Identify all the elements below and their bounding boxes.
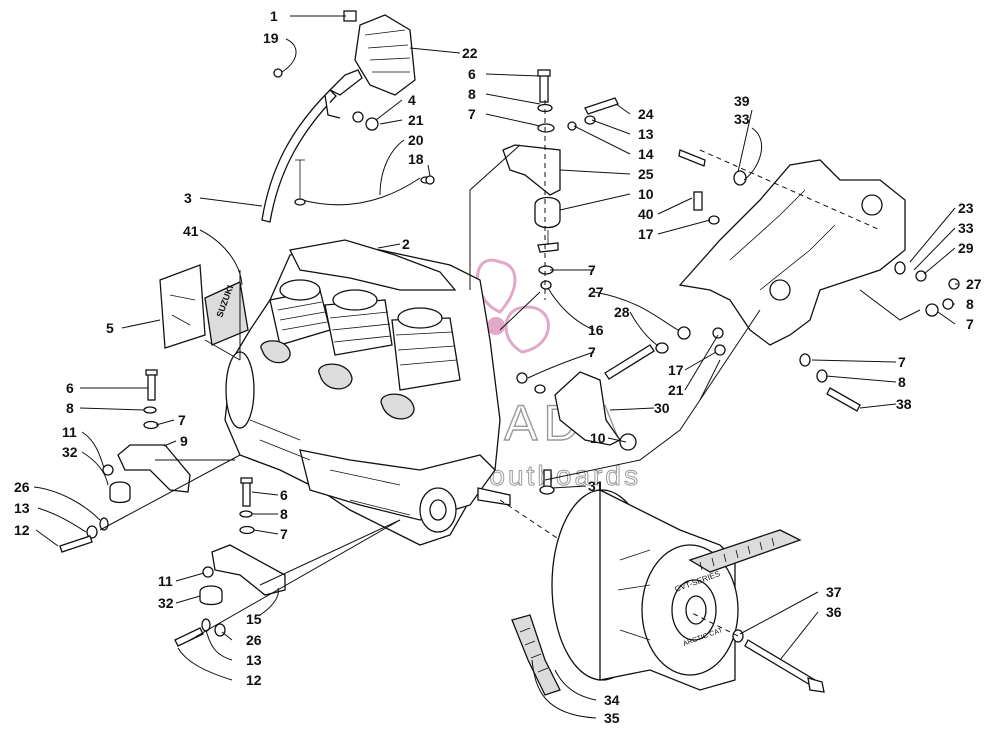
- callout-41: 41: [183, 223, 199, 239]
- callout-14: 14: [638, 146, 654, 162]
- callout-8: 8: [468, 86, 476, 102]
- callout-4: 4: [408, 92, 416, 108]
- callout-21-b: 21: [668, 382, 684, 398]
- front-motor-mount-right: [174, 477, 286, 647]
- callout-33-b: 33: [958, 220, 974, 236]
- front-motor-mount-left: [59, 369, 191, 553]
- callout-10: 10: [638, 186, 654, 202]
- callout-13: 13: [638, 126, 654, 142]
- callout-17: 17: [638, 226, 654, 242]
- callout-26-b: 26: [246, 632, 262, 648]
- callout-9: 9: [180, 433, 188, 449]
- callout-7-f: 7: [178, 412, 186, 428]
- callout-31: 31: [588, 478, 604, 494]
- engine-block: [224, 239, 511, 546]
- callout-24: 24: [638, 106, 654, 122]
- callout-27: 27: [966, 276, 982, 292]
- callout-7: 7: [468, 106, 476, 122]
- callout-39: 39: [734, 93, 750, 109]
- callout-30: 30: [654, 400, 670, 416]
- callout-26: 26: [14, 479, 30, 495]
- callout-7-b: 7: [966, 316, 974, 332]
- callout-7-d: 7: [588, 344, 596, 360]
- callout-8-e: 8: [280, 506, 288, 522]
- callout-34: 34: [604, 692, 620, 708]
- callout-11-b: 11: [158, 573, 173, 589]
- callout-29: 29: [958, 240, 974, 256]
- callout-22: 22: [462, 45, 478, 61]
- callout-12-b: 12: [246, 672, 262, 688]
- callout-38: 38: [896, 396, 912, 412]
- callout-33: 33: [734, 111, 750, 127]
- callout-13-c: 13: [246, 652, 262, 668]
- callout-28: 28: [614, 304, 630, 320]
- callout-15: 15: [246, 611, 262, 627]
- callout-21: 21: [408, 112, 424, 128]
- callout-labels: 1 19 22 6 8 7 24 13 14 25 10 4 21 20 18 …: [14, 8, 982, 726]
- callout-27-b: 27: [588, 284, 604, 300]
- callout-7-g: 7: [280, 526, 288, 542]
- callout-8-c: 8: [898, 374, 906, 390]
- drive-clutch-assembly: CVT-SERIES ARCTIC CAT: [511, 488, 825, 696]
- upper-mount-bracket-stack: [502, 69, 619, 290]
- assembly-lines: [99, 100, 921, 641]
- callout-leaders: [33, 15, 958, 719]
- callout-10-b: 10: [590, 430, 606, 446]
- oil-tank-cap-assembly: [261, 10, 435, 223]
- callout-32: 32: [62, 444, 78, 460]
- callout-37: 37: [826, 584, 842, 600]
- callout-7-e: 7: [898, 354, 906, 370]
- engine-torque-bracket: [678, 149, 960, 412]
- callout-23: 23: [958, 200, 974, 216]
- callout-20: 20: [408, 132, 424, 148]
- callout-2: 2: [402, 236, 410, 252]
- callout-32-b: 32: [158, 595, 174, 611]
- callout-8-d: 8: [66, 400, 74, 416]
- callout-6-c: 6: [280, 487, 288, 503]
- callout-5: 5: [106, 320, 114, 336]
- callout-12: 12: [14, 522, 30, 538]
- callout-35: 35: [604, 710, 620, 726]
- callout-8-b: 8: [966, 296, 974, 312]
- callout-17-b: 17: [668, 362, 684, 378]
- callout-11: 11: [62, 424, 77, 440]
- callout-3: 3: [184, 190, 192, 206]
- callout-16: 16: [588, 322, 604, 338]
- callout-6-b: 6: [66, 380, 74, 396]
- callout-40: 40: [638, 206, 654, 222]
- callout-6: 6: [468, 66, 476, 82]
- callout-36: 36: [826, 604, 842, 620]
- callout-25: 25: [638, 166, 654, 182]
- callout-13-b: 13: [14, 500, 30, 516]
- callout-18: 18: [408, 151, 424, 167]
- decal-items: SUZUKI: [159, 264, 249, 349]
- callout-1: 1: [270, 8, 278, 24]
- callout-7-c: 7: [588, 262, 596, 278]
- callout-19: 19: [263, 30, 279, 46]
- rear-mount-hardware: [516, 326, 726, 495]
